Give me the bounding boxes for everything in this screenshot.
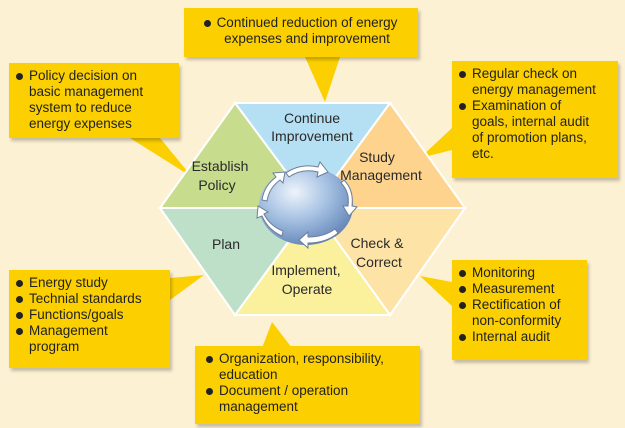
- tail-right-lower: [420, 276, 452, 306]
- callout-right-upper: Regular check on energy management Exami…: [452, 61, 618, 178]
- establish-label-1: Establish: [192, 158, 249, 174]
- cycle-arrow-right: [340, 179, 358, 217]
- callout-bottom: Organization, responsibility, education …: [195, 346, 420, 424]
- callout-top-line-2: expenses and improvement: [224, 31, 390, 46]
- callout-right-lower-line-2: Measurement: [458, 281, 581, 297]
- continue-label-2: Improvement: [271, 128, 353, 144]
- globe: [259, 167, 353, 245]
- continue-label-1: Continue: [284, 110, 340, 126]
- tail-right-upper: [420, 128, 452, 158]
- callout-right-lower-line-5: Internal audit: [458, 329, 581, 345]
- callout-bottom-line-1: Organization, responsibility,: [205, 351, 414, 367]
- callout-left-lower-line-4: Management: [15, 323, 164, 339]
- globe-sphere: [259, 167, 353, 245]
- tail-top-left: [130, 138, 192, 177]
- cycle-arrow-left: [261, 171, 286, 202]
- tail-bottom: [262, 322, 292, 348]
- callout-right-upper-line-3: Examination of: [458, 98, 612, 114]
- callout-top-left-line-2: basic management: [29, 84, 144, 99]
- callout-left-lower-line-5: program: [29, 339, 80, 354]
- cycle-arrow-bottom-left: [256, 205, 284, 237]
- establish-label-2: Policy: [198, 177, 235, 193]
- callout-top: Continued reduction of energy expenses a…: [184, 8, 418, 57]
- cycle-arrow-top: [285, 161, 329, 178]
- cycle-arrows: [256, 161, 358, 250]
- tail-left-lower: [170, 275, 204, 300]
- callout-right-lower-line-4: non-conformity: [472, 313, 562, 328]
- callout-left-lower-line-3: Functions/goals: [15, 307, 164, 323]
- callout-bottom-line-3: Document / operation: [205, 383, 414, 399]
- callout-right-upper-line-6: etc.: [472, 146, 494, 161]
- callout-left-lower-line-2: Technial standards: [15, 291, 164, 307]
- callout-right-upper-line-1: Regular check on: [458, 66, 612, 82]
- callout-right-lower-line-3: Rectification of: [458, 297, 581, 313]
- study-label-2: Management: [340, 167, 422, 183]
- check-label-1: Check &: [351, 235, 405, 251]
- callout-top-left-line-4: energy expenses: [29, 116, 132, 131]
- cycle-arrow-bottom-right: [298, 228, 339, 250]
- callout-bottom-line-2: education: [219, 367, 278, 382]
- callout-top-line-1: Continued reduction of energy: [216, 15, 398, 30]
- tail-top: [305, 57, 340, 102]
- callout-right-upper-line-5: of promotion plans,: [472, 130, 587, 145]
- callout-top-left: Policy decision on basic management syst…: [9, 63, 179, 138]
- implement-label-1: Implement,: [271, 262, 340, 278]
- segment-labels: Continue Improvement Study Management Ch…: [192, 110, 422, 297]
- plan-label: Plan: [212, 236, 240, 252]
- callout-right-upper-line-4: goals, internal audit: [472, 114, 590, 129]
- callout-right-lower: Monitoring Measurement Rectification of …: [452, 260, 587, 360]
- check-label-2: Correct: [356, 254, 402, 270]
- bullet-icon: [204, 20, 211, 27]
- callout-top-left-line-1: Policy decision on: [15, 68, 173, 84]
- callout-left-lower-line-1: Energy study: [15, 275, 164, 291]
- implement-label-2: Operate: [282, 281, 333, 297]
- callout-right-lower-line-1: Monitoring: [458, 265, 581, 281]
- callout-tails: [130, 57, 452, 348]
- callout-top-left-line-3: system to reduce: [29, 100, 132, 115]
- study-label-1: Study: [359, 149, 395, 165]
- callout-right-upper-line-2: energy management: [472, 82, 596, 97]
- callout-left-lower: Energy study Technial standards Function…: [9, 270, 170, 368]
- callout-bottom-line-4: management: [219, 399, 298, 414]
